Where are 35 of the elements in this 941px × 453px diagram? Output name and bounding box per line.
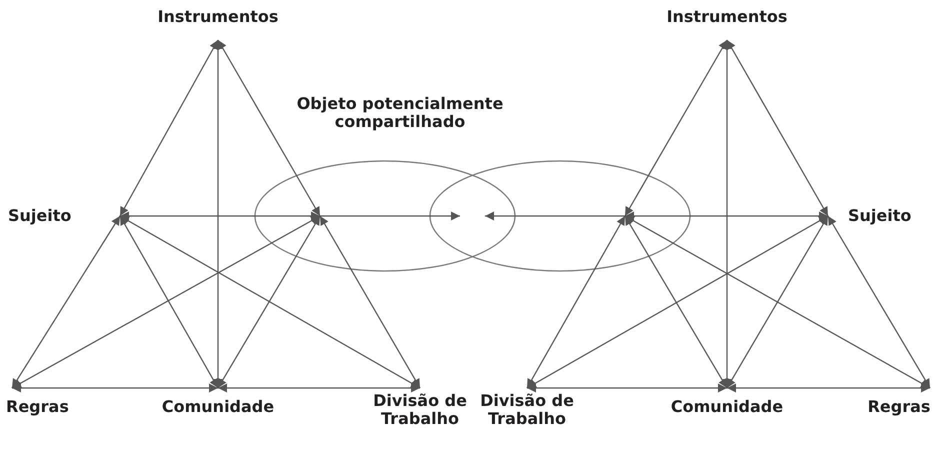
vertex-label: Instrumentos <box>659 8 795 26</box>
double-headed-arrow <box>12 384 218 392</box>
vertex-label: Regras <box>862 398 936 416</box>
double-headed-arrow <box>624 216 728 388</box>
double-headed-arrow <box>726 40 829 216</box>
double-headed-arrow <box>120 212 320 220</box>
double-headed-arrow <box>119 40 219 216</box>
vertex-label: Sujeito <box>848 207 938 225</box>
object-ellipse <box>254 160 516 272</box>
double-headed-arrow <box>727 384 930 392</box>
double-headed-arrow <box>217 216 321 388</box>
arrow <box>320 212 460 220</box>
double-headed-arrow <box>527 384 727 392</box>
vertex-label: Sujeito <box>8 207 98 225</box>
heading-text: Objeto potencialmente compartilhado <box>296 95 504 131</box>
double-headed-arrow <box>120 215 420 389</box>
double-headed-arrow <box>726 216 829 388</box>
object-ellipse <box>429 160 691 272</box>
vertex-label: Instrumentos <box>150 8 286 26</box>
arrow <box>485 212 625 220</box>
double-headed-arrow <box>526 216 626 388</box>
double-headed-arrow <box>119 216 219 388</box>
double-headed-arrow <box>217 40 321 216</box>
double-headed-arrow <box>625 212 828 220</box>
double-headed-arrow <box>624 215 930 389</box>
double-headed-arrow <box>624 40 728 216</box>
vertex-label: Regras <box>6 398 86 416</box>
double-headed-arrow <box>12 216 120 388</box>
double-headed-arrow <box>827 216 931 388</box>
double-headed-arrow <box>218 384 420 392</box>
double-headed-arrow <box>12 215 320 389</box>
vertex-label: Comunidade <box>667 398 787 416</box>
vertex-label: Comunidade <box>158 398 278 416</box>
double-headed-arrow <box>526 215 828 389</box>
double-headed-arrow <box>319 216 421 388</box>
